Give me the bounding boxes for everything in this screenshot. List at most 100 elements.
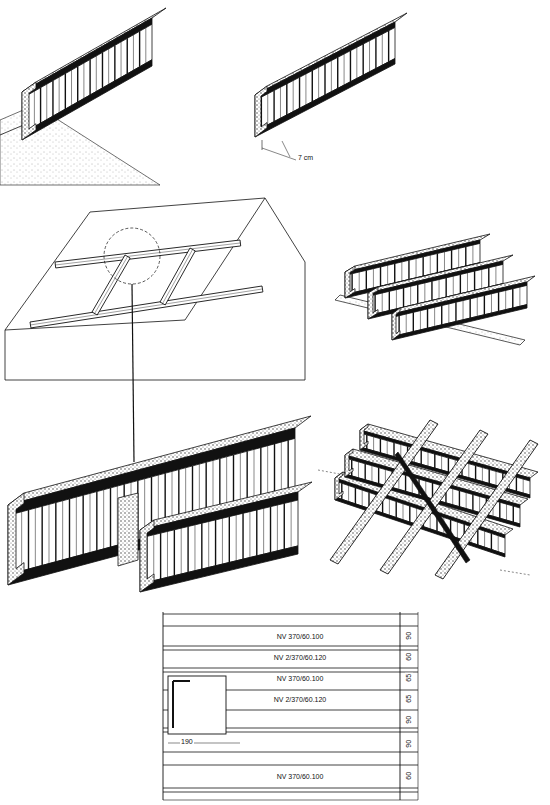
drawing-line [513,506,514,522]
drawing-line [163,612,164,800]
beam-part [255,27,395,131]
beam-part [368,287,378,319]
drawing-line [173,680,190,682]
beam-part [255,86,267,137]
drawing-line [28,510,29,569]
drawing-line [427,309,428,328]
drawing-line [270,507,271,553]
drawing-line [337,57,338,88]
drawing-line [267,94,268,125]
drawing-line [76,497,77,556]
drawing-line [249,512,250,558]
drawing-line [477,529,478,545]
drawing-line [291,502,292,548]
beam-part [380,430,488,574]
drawing-line [242,513,243,559]
drawing-line [362,44,363,75]
drawing-line [380,439,381,453]
drawing-line [466,493,467,509]
drawing-line [375,37,376,68]
drawing-line [445,278,446,297]
drawing-line [474,271,475,290]
drawing-line [500,570,530,575]
drawing-line [380,267,381,286]
drawing-line [299,77,300,108]
drawing-line [96,56,97,92]
beam-part [345,449,353,477]
drawing-line [523,479,524,493]
beam-part [5,198,305,380]
dimension-label: 7 cm [297,154,314,162]
drawing-line [448,304,449,323]
beam-type-label: NV 2/370/60.120 [273,654,328,662]
rafter-sketch [318,420,538,579]
beam-part [22,82,36,140]
drawing-line [348,486,349,502]
beam-part [22,24,152,134]
drawing-line [77,67,78,103]
drawing-line [46,84,47,120]
drawing-line [277,505,278,551]
drawing-line [459,491,460,507]
drawing-line [62,501,63,560]
drawing-line [409,506,410,522]
drawing-line [163,646,418,647]
drawing-line [451,250,452,269]
drawing-line [59,77,60,113]
beam-part [55,240,241,268]
drawing-line [410,286,411,305]
beam-type-label: NV 370/60.100 [276,773,325,781]
detail-circle [104,228,160,284]
drawing-line [418,612,419,800]
drawing-line [174,530,175,576]
drawing-line [132,284,134,462]
drawing-line [163,765,418,766]
drawing-line [378,468,379,484]
beam-part [8,493,24,585]
drawing-line [49,504,50,563]
beam-type-label: NV 370/60.100 [276,633,325,641]
drawing-line [405,475,406,491]
drawing-line [431,281,432,300]
beam-type-label: NV 2/370/60.120 [273,696,328,704]
dimension-label: 90 [405,631,413,641]
beam-part [345,266,355,298]
drawing-line [448,458,449,472]
drawing-line [408,260,409,279]
drawing-line [145,28,146,64]
drawing-line [382,34,383,65]
roof-sketch [5,198,305,380]
corrugated-beam [22,8,166,140]
corrugated-beam [255,13,407,137]
drawing-line [280,87,281,118]
drawing-line [428,452,429,466]
drawing-line [356,47,357,78]
drawing-line [351,460,352,476]
drawing-line [121,42,122,78]
corrugated-beam [140,482,312,592]
drawing-line [358,462,359,478]
drawing-line [114,45,115,81]
drawing-line [293,81,294,112]
beam-part [140,520,154,592]
drawing-line [168,743,240,744]
drawing-line [355,488,356,504]
drawing-line [215,520,216,566]
drawing-line [482,468,483,482]
drawing-line [163,249,193,303]
drawing-line [127,38,128,74]
drawing-line [488,268,489,287]
beam-type-label: NV 370/60.100 [276,675,325,683]
beam-part [118,493,138,566]
drawing-line [453,276,454,295]
drawing-line [163,614,418,615]
drawing-line [387,265,388,284]
drawing-line [430,255,431,274]
drawing-line [256,510,257,556]
drawing-line [463,301,464,320]
drawing-line [163,650,418,651]
drawing-line [516,477,517,491]
drawing-line [133,35,134,71]
drawing-line [282,141,290,157]
